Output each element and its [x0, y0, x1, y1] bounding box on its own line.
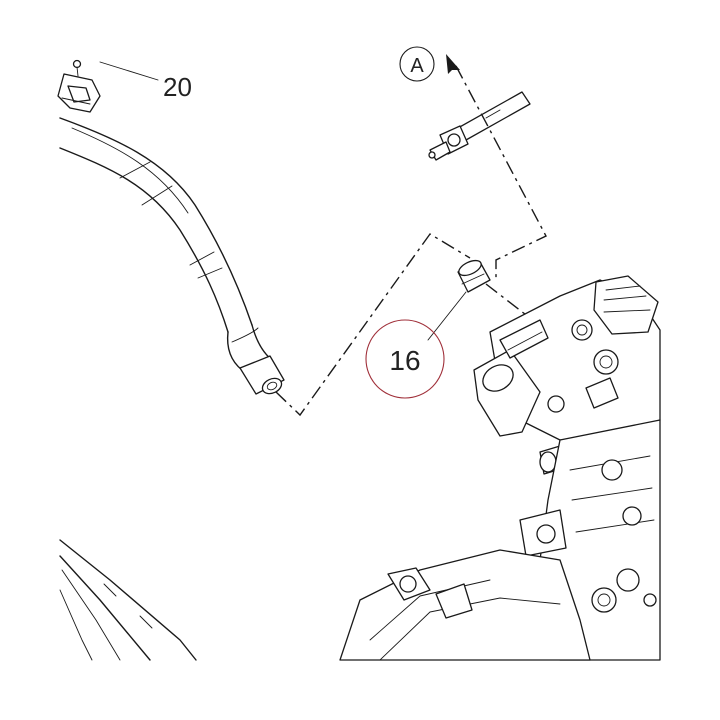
- small-hose-fitting: [428, 91, 531, 161]
- reference-A: A: [399, 46, 460, 82]
- assembly-line-hose: [275, 233, 471, 417]
- breather-hose: [59, 117, 285, 395]
- leader-16: [427, 291, 467, 341]
- arrowhead-icon: [446, 54, 460, 74]
- frame-member: [59, 539, 197, 661]
- assembly-line-clamp: [485, 283, 531, 319]
- callout-16: 16: [389, 345, 420, 376]
- clamp-16: [457, 259, 491, 293]
- reference-A-label: A: [410, 55, 424, 77]
- leader-20: [99, 61, 159, 81]
- highlight-circle-16: [365, 319, 445, 399]
- assembly-line-A: [455, 65, 547, 280]
- callout-20: 20: [163, 72, 192, 102]
- engine-block: [339, 419, 661, 661]
- hose-clip: [57, 59, 101, 113]
